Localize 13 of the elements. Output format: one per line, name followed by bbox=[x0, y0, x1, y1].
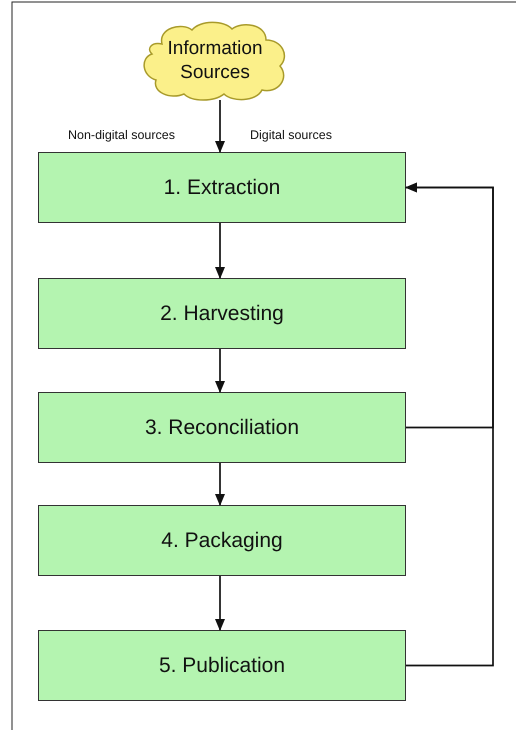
process-box: 4. Packaging bbox=[38, 505, 406, 576]
arrow bbox=[215, 223, 225, 279]
arrow bbox=[405, 182, 494, 666]
arrow bbox=[215, 463, 225, 506]
process-box: 1. Extraction bbox=[38, 152, 406, 223]
process-box: 3. Reconciliation bbox=[38, 392, 406, 463]
arrow bbox=[215, 100, 225, 153]
process-box: 2. Harvesting bbox=[38, 278, 406, 349]
source-note: Non-digital sources bbox=[68, 128, 175, 142]
arrow bbox=[215, 349, 225, 393]
process-box: 5. Publication bbox=[38, 630, 406, 701]
source-note: Digital sources bbox=[250, 128, 332, 142]
arrow bbox=[215, 576, 225, 631]
